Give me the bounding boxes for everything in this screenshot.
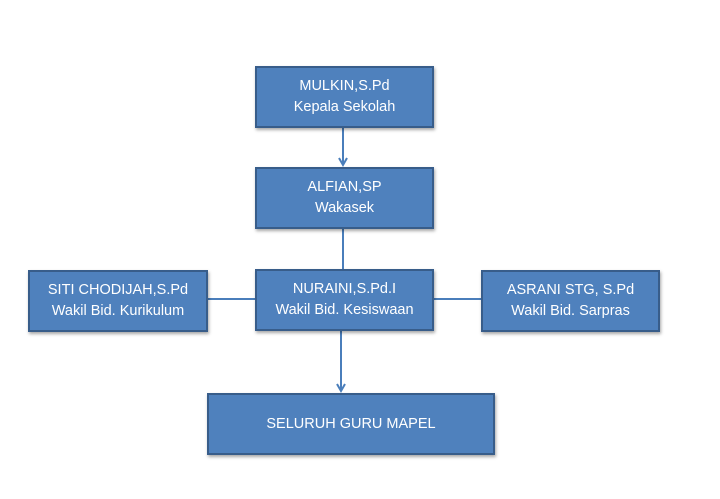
node-role: Wakil Bid. Kesiswaan <box>275 302 414 318</box>
node-wakil-sarpras: ASRANI STG, S.Pd Wakil Bid. Sarpras <box>481 270 660 332</box>
node-kepala-sekolah: MULKIN,S.Pd Kepala Sekolah <box>255 66 434 128</box>
node-name: ASRANI STG, S.Pd <box>506 282 635 298</box>
node-wakasek: ALFIAN,SP Wakasek <box>255 167 434 229</box>
node-name: ALFIAN,SP <box>307 179 382 195</box>
node-label: SELURUH GURU MAPEL <box>266 415 436 432</box>
node-role: Wakil Bid. Sarpras <box>511 303 630 319</box>
node-seluruh-guru-mapel: SELURUH GURU MAPEL <box>207 393 495 455</box>
node-name: SITI CHODIJAH,S.Pd <box>47 282 189 298</box>
node-name: NURAINI,S.Pd.I <box>292 281 397 297</box>
node-wakil-kurikulum: SITI CHODIJAH,S.Pd Wakil Bid. Kurikulum <box>28 270 208 332</box>
node-name: MULKIN,S.Pd <box>299 78 390 94</box>
node-role: Wakil Bid. Kurikulum <box>51 303 185 319</box>
node-role: Wakasek <box>314 200 375 216</box>
node-role: Kepala Sekolah <box>293 99 396 115</box>
node-wakil-kesiswaan: NURAINI,S.Pd.I Wakil Bid. Kesiswaan <box>255 269 434 331</box>
